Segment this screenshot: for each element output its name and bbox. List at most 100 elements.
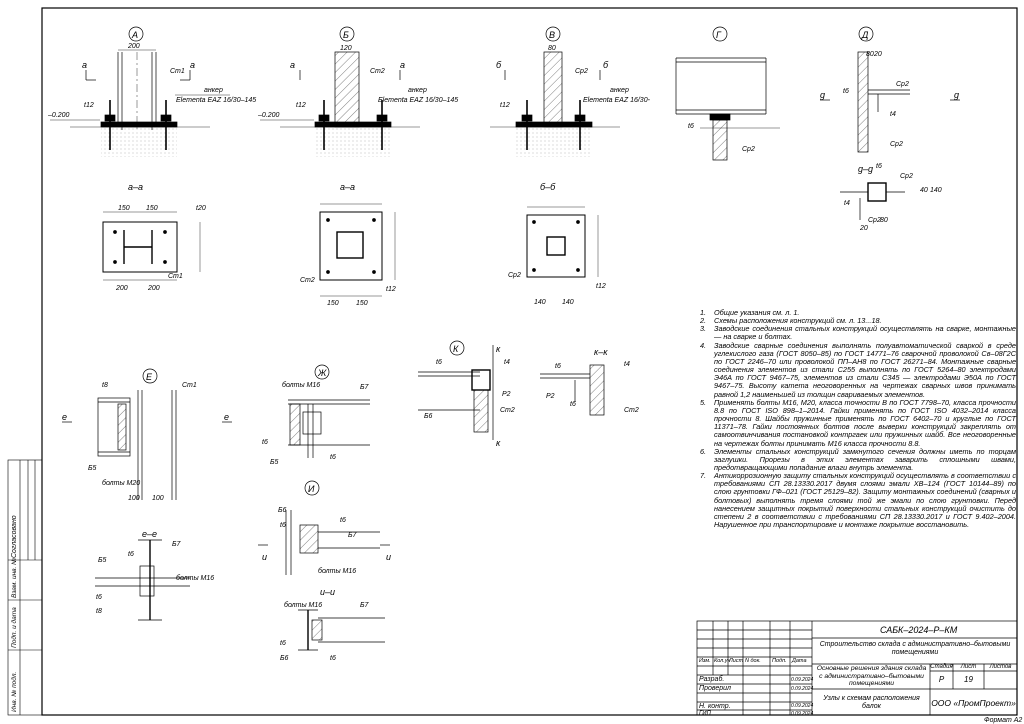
node-a-cut-a-right: а [190, 60, 195, 70]
section-ii-b7: Б7 [360, 602, 370, 609]
tb-col-doc: N док. [745, 658, 761, 664]
section-aa1-dim-200b: 200 [147, 285, 160, 292]
node-e-st1: Ст1 [182, 382, 197, 389]
section-gg-dim-40: 40 [920, 187, 928, 194]
note-item: 1.Общие указания см. л. 1. [700, 308, 800, 317]
node-i-t6b: t6 [340, 517, 346, 524]
note-item: 4.Заводские сварные соединения выполнять… [700, 340, 1016, 399]
section-ee-title: е–е [142, 529, 157, 539]
section-gg-sr2: Ср2 [900, 173, 913, 180]
node-k-b6: Б6 [424, 413, 433, 420]
tb-company: ООО «ПромПроект» [931, 698, 1016, 708]
section-aa2-t12: t12 [386, 286, 396, 293]
node-k-st2: Ст2 [500, 407, 515, 414]
node-d-elevation [820, 26, 960, 153]
node-i-mark: И [308, 484, 315, 494]
node-a-elev: –0.200 [47, 112, 70, 119]
node-b-anchor: анкер [408, 87, 427, 94]
section-ii [298, 609, 385, 651]
node-d-cut-g-left: g [820, 90, 825, 100]
section-gg-dim-80: 80 [880, 217, 888, 224]
node-e-cut-right: е [224, 412, 229, 422]
node-k-cut-top: к [496, 344, 501, 354]
tb-col-izm: Изм. [699, 658, 711, 664]
node-v-elevation [490, 26, 620, 157]
node-e-cut-left: е [62, 412, 67, 422]
tb-gip: ГИП [699, 711, 711, 717]
tb-prov: Проверил [699, 685, 731, 692]
section-gg-t6: t6 [876, 163, 882, 170]
tb-building: Основные решения здания склада с админис… [816, 665, 927, 687]
node-g-sr2: Ср2 [742, 146, 755, 153]
section-kk-st2: Ст2 [624, 407, 639, 414]
node-v-anchor-spec: Elementa EAZ 16/30- [583, 97, 651, 104]
tb-stage-h: Стадия [930, 664, 953, 670]
node-b-st2: Ст2 [370, 68, 385, 75]
note-item: 3.Заводские соединения стальных конструк… [700, 324, 1016, 342]
node-e-dim-100a: 100 [128, 495, 140, 502]
node-i-elevation [258, 480, 390, 575]
node-g-t6: t6 [688, 123, 694, 130]
node-k-t4: t4 [504, 359, 510, 366]
node-k-r2: Р2 [502, 391, 511, 398]
tb-date-2: 0.09.2024 [791, 686, 814, 692]
section-aa1-title: а–а [128, 182, 143, 192]
section-ii-t6a: t6 [280, 640, 286, 647]
node-v-anchor: анкер [610, 87, 629, 94]
node-v-sr2: Ср2 [575, 68, 588, 75]
node-zh-bolts: болты М16 [282, 381, 320, 389]
tb-nkontr: Н. контр. [699, 703, 731, 710]
general-notes: 1.Общие указания см. л. 1. 2.Схемы распо… [700, 308, 1016, 529]
node-d-sr2b: Ср2 [890, 141, 903, 148]
tb-sheet-title: Узлы к схемам расположения балок [823, 695, 920, 710]
note-item: 2.Схемы расположения конструкций см. л. … [700, 316, 882, 326]
section-ii-t6b: t6 [330, 655, 336, 662]
node-k-elevation [418, 340, 494, 440]
node-d-dim-20: 20 [873, 51, 882, 58]
section-ii-bolts: болты М16 [284, 601, 322, 609]
node-g-mark: Г [716, 30, 722, 40]
node-i-cut-left: и [262, 552, 267, 562]
node-i-bolts: болты М16 [318, 567, 356, 575]
section-gg-dim-140: 140 [930, 187, 942, 194]
node-zh-b7: Б7 [360, 384, 370, 391]
section-aa2-dim-150b: 150 [356, 300, 368, 307]
section-gg-dim-20: 20 [859, 225, 868, 232]
node-a-dim-200: 200 [127, 43, 140, 50]
section-ee-t8: t8 [96, 608, 102, 615]
section-bb-sr2: Ср2 [508, 272, 521, 279]
node-d-sr2: Ср2 [896, 81, 909, 88]
node-zh-mark: Ж [317, 368, 327, 378]
node-g-elevation [675, 26, 780, 161]
node-d-t6: t6 [843, 88, 849, 95]
node-i-t6a: t6 [280, 522, 286, 529]
node-k-t6: t6 [436, 359, 442, 366]
node-d-mark: Д [861, 30, 869, 40]
section-ee-t6: t6 [128, 551, 134, 558]
tb-sheet-h: Лист [960, 664, 977, 670]
section-ee-t6b: t6 [96, 594, 102, 601]
section-ee-bolts: болты М16 [176, 574, 214, 582]
section-ii-title: и–и [320, 587, 335, 597]
section-aa2 [319, 203, 396, 297]
tb-razrab: Разраб. [699, 676, 725, 683]
section-aa1-dim-150b: 150 [146, 205, 158, 212]
section-gg [840, 182, 905, 220]
node-a-mark: А [131, 30, 138, 40]
tb-col-kol: Кол.уч [714, 658, 731, 664]
tb-date-1: 0.09.2024 [791, 677, 814, 683]
node-zh-t6b: t6 [330, 454, 336, 461]
section-kk [540, 364, 605, 416]
section-kk-t6: t6 [555, 363, 561, 370]
format-label: Формат А2 [984, 717, 1022, 724]
section-kk-t4: t4 [624, 361, 630, 368]
node-e-elevation [62, 368, 232, 500]
node-b-dim-120: 120 [340, 45, 352, 52]
node-e-mark: Е [146, 372, 153, 382]
sheet-frame [41, 7, 1018, 716]
node-e-b5: Б5 [88, 465, 97, 472]
node-i-b6: Б6 [278, 507, 287, 514]
node-b-cut-a-left: а [290, 60, 295, 70]
tb-date-4: 0.09.2024 [791, 711, 814, 717]
